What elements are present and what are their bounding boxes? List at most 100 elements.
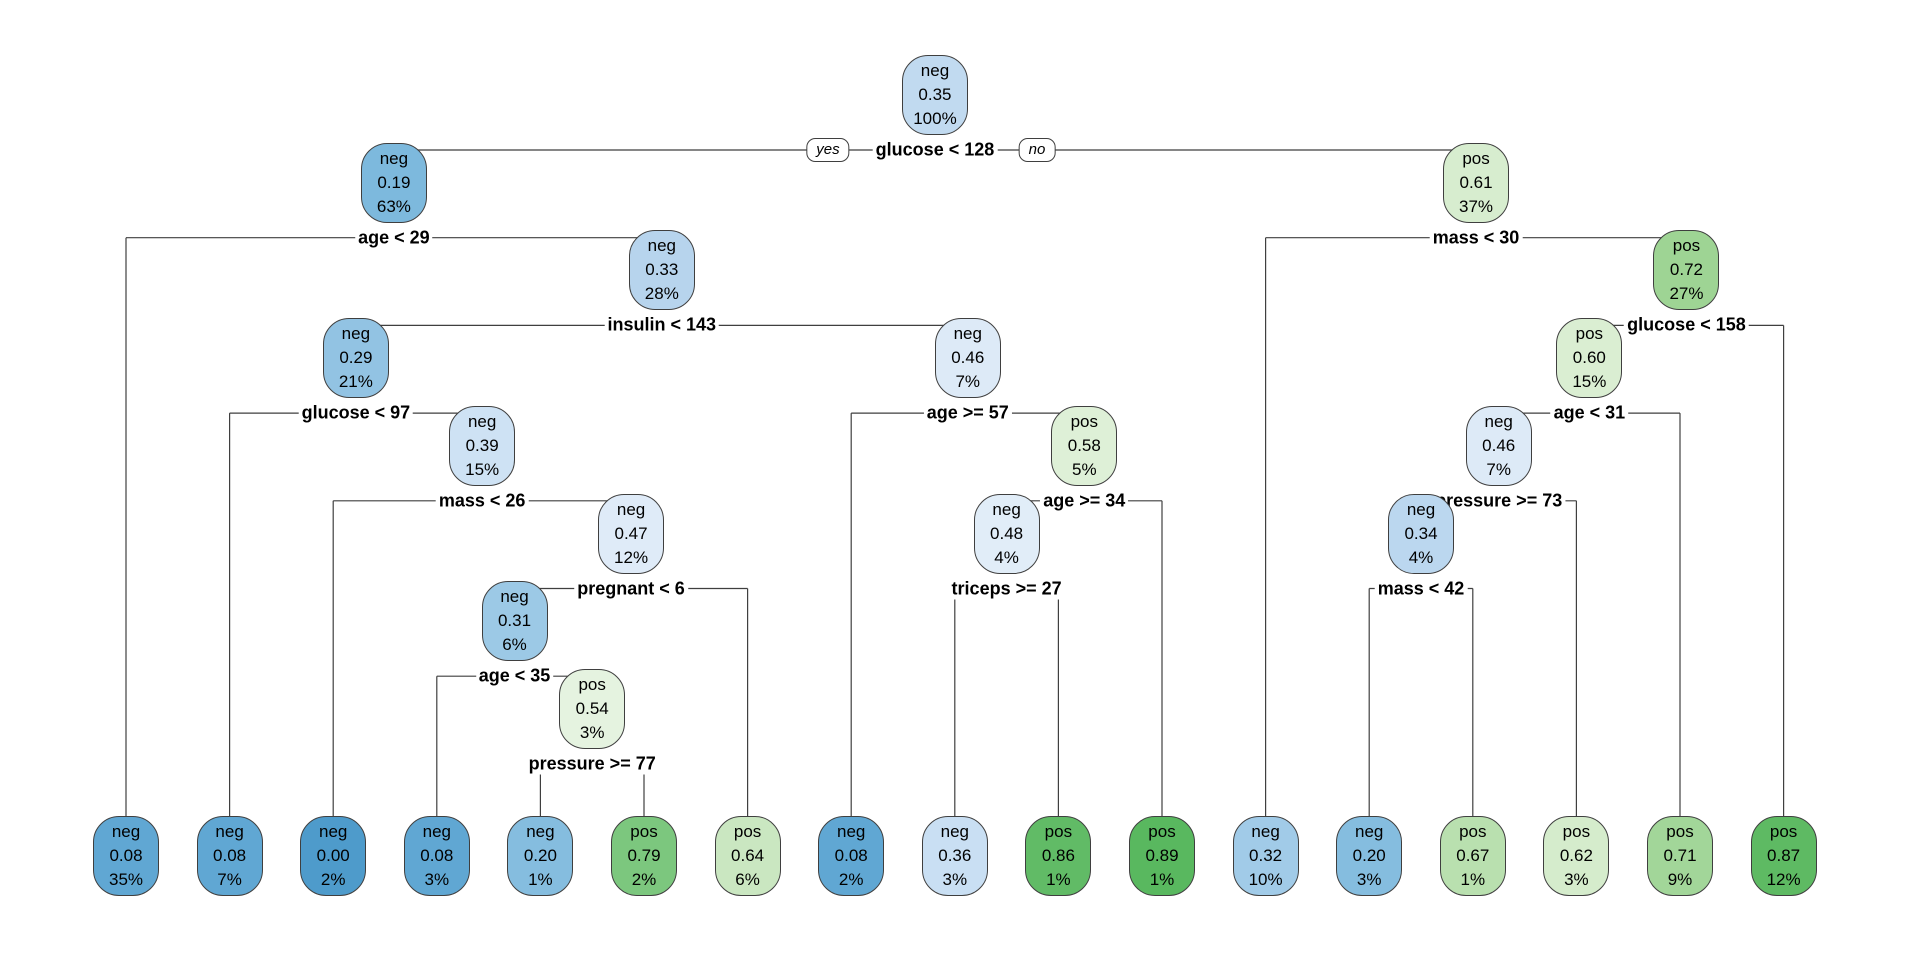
node-percentage: 1%: [1149, 870, 1175, 889]
split-label: age >= 57: [923, 402, 1012, 424]
node-probability: 0.71: [1663, 846, 1697, 865]
node-class-label: neg: [616, 499, 646, 519]
node-percentage: 12%: [614, 547, 649, 567]
node-percentage: 7%: [1486, 459, 1511, 479]
node-probability: 0.47: [614, 523, 648, 543]
node-probability: 0.35: [918, 85, 952, 104]
node-probability: 0.79: [627, 846, 661, 865]
node-percentage: 15%: [465, 459, 500, 479]
split-label: glucose < 158: [1624, 314, 1749, 336]
node-probability: 0.62: [1559, 846, 1593, 865]
node-percentage: 7%: [217, 870, 242, 889]
split-label: glucose < 128: [872, 139, 998, 161]
node-class-label: neg: [467, 411, 497, 431]
node-class-label: pos: [578, 674, 606, 694]
node-probability: 0.46: [951, 348, 985, 368]
node-probability: 0.48: [990, 523, 1024, 543]
node-percentage: 6%: [735, 870, 760, 889]
node-percentage: 3%: [1564, 870, 1589, 889]
node-class-label: pos: [1070, 411, 1098, 431]
node-probability: 0.46: [1482, 435, 1516, 455]
tree-node-pos: pos 0.54 3%: [559, 668, 626, 749]
node-percentage: 9%: [1667, 870, 1693, 889]
node-class-label: neg: [1406, 499, 1436, 519]
tree-node-neg: neg 0.47 12%: [598, 493, 665, 574]
node-percentage: 5%: [1072, 459, 1097, 479]
node-probability: 0.54: [575, 698, 609, 718]
node-percentage: 6%: [502, 635, 527, 655]
node-class-label: neg: [992, 499, 1021, 519]
node-probability: 0.58: [1067, 435, 1101, 455]
node-class-label: neg: [341, 324, 371, 344]
node-percentage: 3%: [942, 870, 968, 889]
node-percentage: 10%: [1248, 870, 1283, 889]
tree-node-pos: pos 0.58 5%: [1051, 405, 1118, 486]
node-probability: 0.20: [523, 846, 557, 865]
node-percentage: 2%: [320, 870, 346, 889]
node-probability: 0.08: [213, 846, 247, 865]
split-label: pressure >= 73: [1432, 490, 1566, 512]
node-class-label: pos: [1769, 822, 1798, 841]
node-probability: 0.08: [109, 846, 143, 865]
node-class-label: pos: [630, 822, 658, 841]
tree-leaf-pos: pos 0.87 12%: [1750, 816, 1817, 896]
node-percentage: 28%: [644, 284, 679, 304]
split-label: mass < 26: [435, 490, 529, 512]
node-percentage: 4%: [1408, 547, 1434, 567]
node-percentage: 12%: [1766, 870, 1801, 889]
tree-leaf-neg: neg 0.08 7%: [196, 816, 263, 896]
node-class-label: neg: [1484, 411, 1513, 431]
node-probability: 0.87: [1767, 846, 1801, 865]
node-class-label: neg: [215, 822, 244, 841]
node-percentage: 1%: [1460, 870, 1486, 889]
node-percentage: 100%: [913, 109, 957, 128]
node-probability: 0.08: [834, 846, 868, 865]
node-percentage: 21%: [338, 372, 373, 392]
node-percentage: 35%: [108, 870, 144, 889]
node-percentage: 3%: [579, 722, 605, 742]
node-class-label: neg: [379, 148, 409, 168]
node-class-label: pos: [1044, 822, 1073, 841]
node-percentage: 27%: [1669, 284, 1704, 304]
node-percentage: 63%: [376, 196, 411, 216]
split-label: pressure >= 77: [525, 753, 659, 775]
node-class-label: neg: [920, 61, 950, 80]
node-percentage: 3%: [424, 870, 450, 889]
split-label: age < 35: [475, 665, 554, 687]
node-probability: 0.00: [316, 846, 350, 865]
node-probability: 0.64: [731, 846, 765, 865]
node-class-label: neg: [319, 822, 348, 841]
node-probability: 0.89: [1145, 846, 1179, 865]
node-class-label: neg: [111, 822, 141, 841]
node-probability: 0.19: [377, 172, 411, 192]
node-class-label: neg: [1355, 822, 1384, 841]
tree-node-neg: neg 0.19 63%: [360, 142, 427, 223]
node-class-label: pos: [1459, 822, 1487, 841]
split-label: age >= 34: [1040, 490, 1129, 512]
node-percentage: 3%: [1356, 870, 1382, 889]
split-label: pregnant < 6: [574, 578, 688, 599]
node-class-label: neg: [500, 587, 529, 607]
node-class-label: neg: [526, 822, 555, 841]
node-probability: 0.67: [1456, 846, 1490, 865]
yes-branch-label: yes: [806, 138, 850, 162]
node-probability: 0.33: [645, 260, 679, 280]
node-percentage: 7%: [955, 372, 981, 392]
split-label: insulin < 143: [604, 314, 720, 336]
split-label: glucose < 97: [298, 402, 414, 424]
node-percentage: 37%: [1459, 196, 1494, 216]
